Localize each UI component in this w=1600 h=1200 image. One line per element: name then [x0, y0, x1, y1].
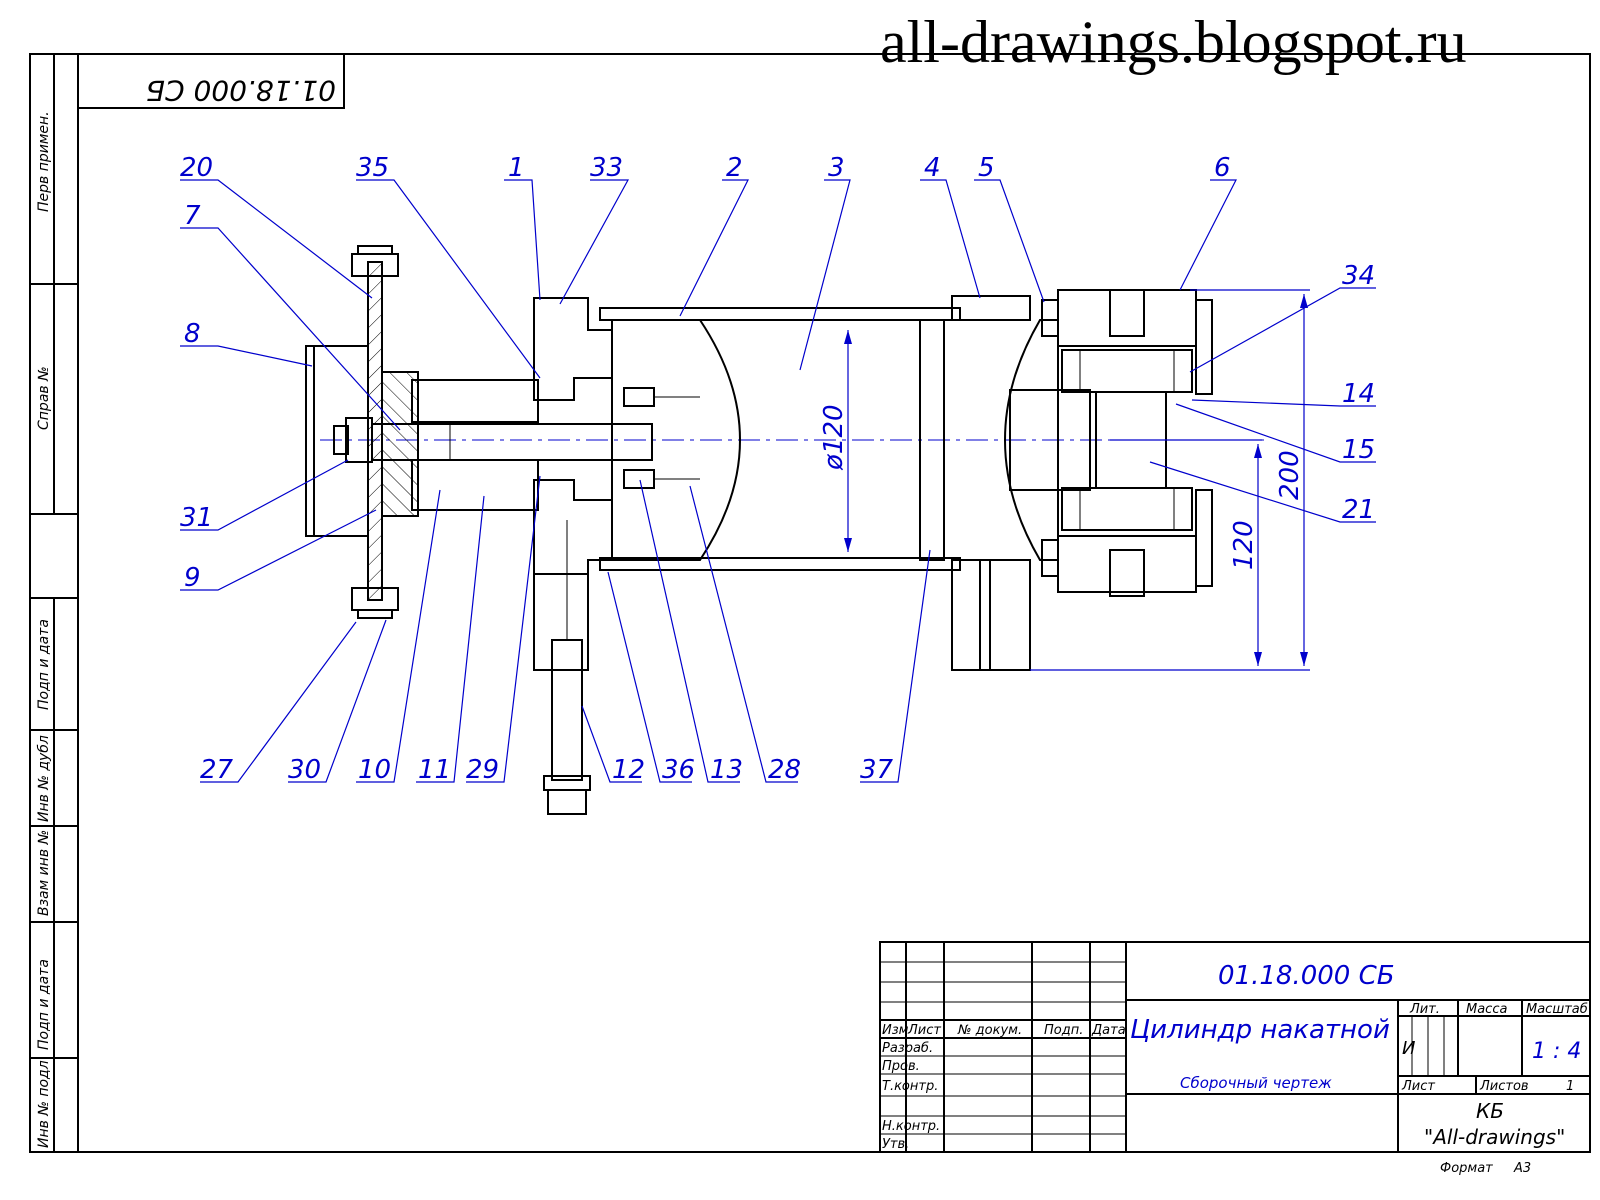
callout-6: 6	[1214, 153, 1231, 183]
tb-header-docno: № докум.	[957, 1023, 1022, 1038]
callout-5: 5	[978, 153, 995, 183]
tb-scale-value: 1 : 4	[1532, 1039, 1581, 1064]
left-stamp-bottom	[29, 597, 79, 1153]
tb-sheets-label: Листов	[1479, 1079, 1529, 1094]
tb-title: Цилиндр накатной	[1130, 1015, 1390, 1045]
tb-mass-label: Масса	[1466, 1002, 1507, 1017]
callout-15: 15	[1342, 435, 1375, 465]
tb-row-tcontrol: Т.контр.	[882, 1079, 938, 1094]
dim-bore: ø120	[819, 404, 849, 471]
callout-9: 9	[184, 563, 201, 593]
dimension-lines	[844, 289, 1310, 671]
tb-org-line1: КБ	[1476, 1099, 1504, 1123]
callout-8: 8	[184, 319, 201, 349]
callout-37: 37	[860, 755, 894, 785]
tb-format-value: А3	[1513, 1161, 1531, 1176]
tb-format-label: Формат	[1440, 1161, 1493, 1176]
tb-sheets-value: 1	[1566, 1079, 1574, 1094]
tb-lit-label: Лит.	[1409, 1002, 1440, 1017]
callout-10: 10	[358, 755, 391, 785]
tb-org-line2: "All-drawings"	[1424, 1125, 1565, 1149]
callout-4: 4	[924, 153, 941, 183]
tb-row-approved: Утв.	[882, 1137, 909, 1152]
callout-1: 1	[508, 153, 525, 183]
callout-36: 36	[662, 755, 695, 785]
callout-14: 14	[1342, 379, 1375, 409]
tb-row-developer: Разраб.	[882, 1041, 933, 1056]
tb-row-checked: Пров.	[882, 1059, 920, 1074]
callout-21: 21	[1342, 495, 1375, 525]
side-label-5: Подп и дата	[36, 959, 52, 1050]
callouts-right: 34 14 15 21	[1342, 261, 1375, 525]
callout-34: 34	[1342, 261, 1375, 291]
side-label-0: Перв примен.	[36, 111, 52, 212]
tb-scale-label: Масштаб	[1526, 1002, 1588, 1017]
callout-29: 29	[466, 755, 499, 785]
side-label-1: Справ №	[36, 366, 52, 430]
callout-27: 27	[200, 755, 234, 785]
callout-2: 2	[726, 153, 743, 183]
callouts-left: 7 8 31 9	[180, 201, 213, 593]
callout-13: 13	[710, 755, 743, 785]
callout-12: 12	[612, 755, 645, 785]
callout-31: 31	[180, 503, 213, 533]
side-label-3: Инв № дубл	[36, 735, 52, 822]
watermark-text: all-drawings.blogspot.ru	[880, 9, 1467, 75]
tb-row-ncontrol: Н.контр.	[882, 1119, 940, 1134]
side-label-6: Инв № подл	[36, 1060, 52, 1148]
leader-lines	[180, 179, 1376, 783]
assembly-drawing	[305, 245, 1270, 815]
callout-33: 33	[590, 153, 623, 183]
callout-11: 11	[418, 755, 451, 785]
rotated-code-box	[77, 53, 345, 109]
tb-header-izm: Изм	[882, 1023, 909, 1038]
tb-sheet-label: Лист	[1401, 1079, 1435, 1094]
left-stamp-top	[29, 53, 79, 515]
dim-height-axis: 120	[1229, 520, 1259, 570]
callout-28: 28	[768, 755, 801, 785]
tb-lit-value: И	[1402, 1038, 1415, 1059]
callouts-bottom: 27 30 10 11 29 12 36 13 28 37	[200, 755, 894, 785]
callout-35: 35	[356, 153, 389, 183]
callout-20: 20	[180, 153, 213, 183]
dim-height-total: 200	[1275, 450, 1305, 500]
callout-7: 7	[184, 201, 201, 231]
tb-header-list: Лист	[907, 1023, 941, 1038]
tb-doc-code: 01.18.000 СБ	[1218, 961, 1395, 991]
side-label-4: Взам инв №	[36, 830, 52, 916]
tb-header-date: Дата	[1091, 1023, 1126, 1038]
callout-3: 3	[828, 153, 845, 183]
title-block	[879, 941, 1591, 1153]
callouts-top: 20 35 1 33 2 3 4 5 6	[180, 153, 1231, 183]
side-label-2: Подп и дата	[36, 619, 52, 710]
tb-subtitle: Сборочный чертеж	[1180, 1074, 1332, 1092]
rotated-code-text: 01.18.000 СБ	[146, 74, 336, 107]
tb-header-sign: Подп.	[1044, 1023, 1083, 1038]
callout-30: 30	[288, 755, 321, 785]
